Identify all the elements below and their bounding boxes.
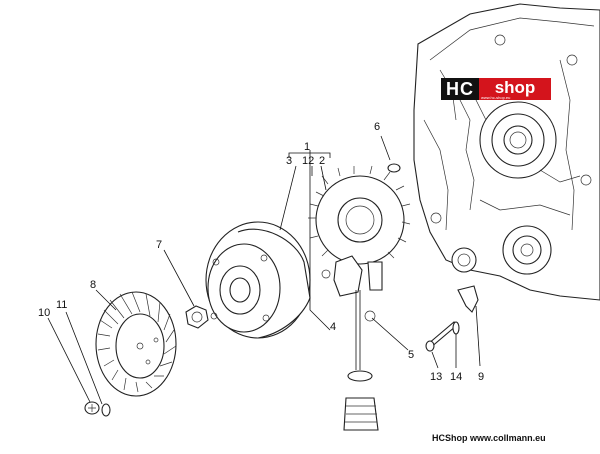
label-part-5: 5	[408, 349, 414, 361]
label-part-3: 3	[286, 155, 292, 167]
label-part-2: 2	[319, 155, 325, 167]
logo-subtext: www.hc-shop.eu	[481, 95, 511, 100]
bracket-bolt-part	[425, 321, 460, 352]
cooling-fan-part	[95, 291, 177, 397]
engine-crankcase	[413, 3, 600, 301]
label-part-10: 10	[38, 307, 50, 319]
flywheel-part	[205, 221, 311, 339]
label-part-9: 9	[478, 371, 484, 383]
label-part-7: 7	[156, 239, 162, 251]
label-part-8: 8	[90, 279, 96, 291]
label-part-14: 14	[450, 371, 462, 383]
label-part-11: 11	[56, 299, 67, 311]
footer-credit: HCShop www.collmann.eu	[432, 433, 546, 443]
label-part-13: 13	[430, 371, 442, 383]
fan-bolt-part	[84, 401, 111, 417]
label-part-1: 1	[304, 141, 310, 153]
bracket-part	[457, 285, 479, 313]
logo-shop-text: shop	[479, 78, 551, 100]
logo-hc-text: HC	[441, 78, 479, 100]
leader-lines	[47, 135, 481, 405]
dowel-pin-part	[387, 163, 401, 173]
label-part-12: 12	[302, 155, 314, 167]
label-part-6: 6	[374, 121, 380, 133]
stator-part	[308, 165, 411, 272]
nut-part	[185, 305, 209, 329]
label-part-4: 4	[330, 321, 336, 333]
pickup-wire-part	[321, 255, 383, 431]
hcshop-logo: HC shop www.hc-shop.eu	[441, 78, 551, 100]
